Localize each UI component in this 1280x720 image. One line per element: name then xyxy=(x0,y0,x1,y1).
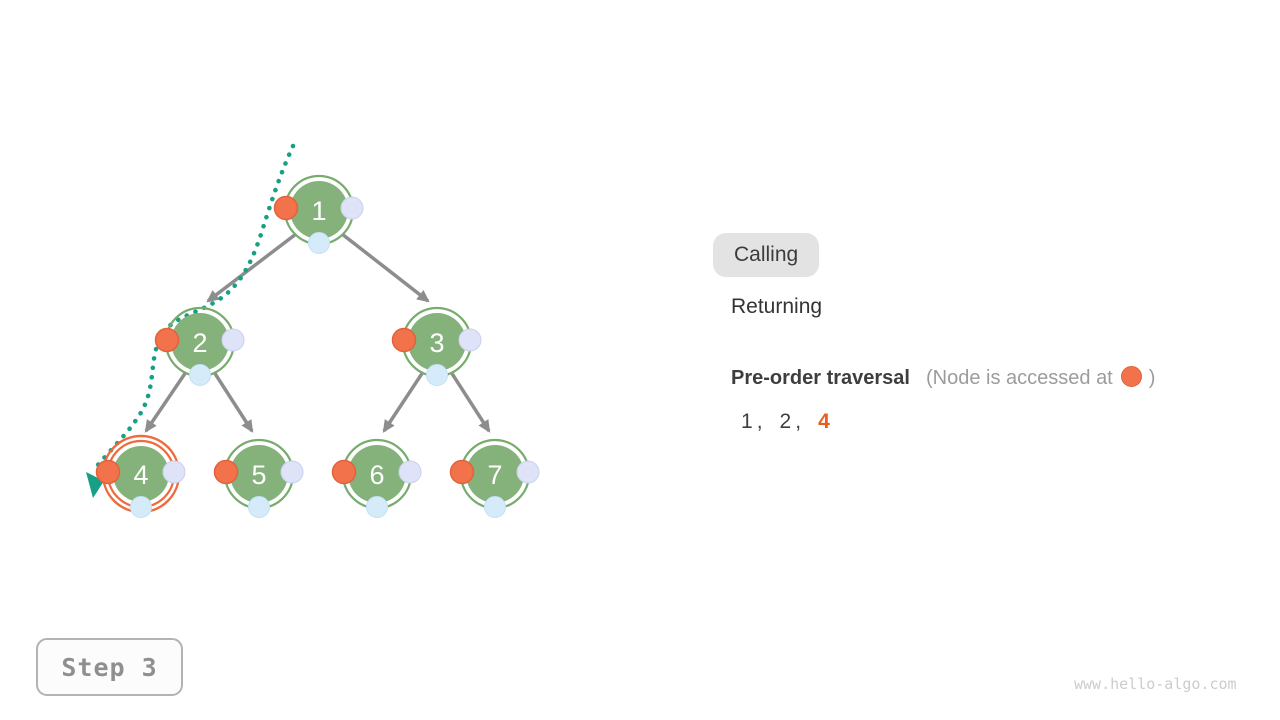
node-right-dot xyxy=(340,196,364,220)
node-access-dot xyxy=(449,459,475,485)
node-right-dot xyxy=(162,460,186,484)
node-right-dot xyxy=(280,460,304,484)
sequence-item: 2 xyxy=(779,410,792,433)
tree-node-3: 3 xyxy=(391,306,482,386)
node-right-dot xyxy=(398,460,422,484)
tree-node-4-current: 4 xyxy=(95,434,186,518)
node-body xyxy=(408,313,466,371)
node-body xyxy=(230,445,288,503)
edge-2-4 xyxy=(144,371,188,433)
node-body xyxy=(290,181,348,239)
node-bottom-dot xyxy=(366,496,388,518)
node-right-dot xyxy=(516,460,540,484)
traversal-path-dotted xyxy=(94,143,296,469)
traversal-note-open: (Node is accessed at xyxy=(925,367,1113,389)
node-body xyxy=(466,445,524,503)
node-body xyxy=(348,445,406,503)
node-label: 5 xyxy=(251,460,266,490)
edge-2-5 xyxy=(212,371,254,433)
tree-node-1: 1 xyxy=(273,174,364,254)
node-access-dot xyxy=(391,327,417,353)
watermark: www.hello-algo.com xyxy=(1074,675,1237,693)
traversal-cursor-arrow xyxy=(86,472,104,498)
node-access-dot xyxy=(154,327,180,353)
tree-edges xyxy=(144,232,491,433)
node-right-dot xyxy=(458,328,482,352)
node-bottom-dot xyxy=(484,496,506,518)
node-label: 6 xyxy=(369,460,384,490)
node-right-dot xyxy=(221,328,245,352)
node-access-dot xyxy=(331,459,357,485)
node-label: 4 xyxy=(133,460,148,490)
sequence-separator: , xyxy=(756,410,763,433)
sequence-separator: , xyxy=(795,410,802,433)
access-dot-icon xyxy=(1120,366,1142,387)
node-bottom-dot xyxy=(130,496,152,518)
node-label: 2 xyxy=(192,328,207,358)
node-bottom-dot xyxy=(189,364,211,386)
edge-1-2 xyxy=(206,232,298,303)
sequence-item: 1 xyxy=(741,410,753,433)
tree-node-6: 6 xyxy=(331,438,422,518)
traversal-title-row: Pre-order traversal (Node is accessed at) xyxy=(731,366,1155,390)
edge-1-3 xyxy=(340,232,430,303)
node-access-dot xyxy=(95,459,121,485)
node-body xyxy=(171,313,229,371)
edge-3-6 xyxy=(382,371,425,433)
edge-3-7 xyxy=(449,371,491,433)
legend-calling-badge: Calling xyxy=(713,233,820,277)
tree-node-2: 2 xyxy=(154,306,245,386)
sequence-item-current: 4 xyxy=(818,410,830,433)
node-body xyxy=(113,446,169,502)
tree-node-5: 5 xyxy=(213,438,304,518)
node-bottom-dot xyxy=(308,232,330,254)
traversal-sequence: 1,2,4 xyxy=(741,410,834,434)
node-label: 7 xyxy=(487,460,502,490)
node-bottom-dot xyxy=(426,364,448,386)
legend-returning-label: Returning xyxy=(731,295,823,318)
node-bottom-dot xyxy=(248,496,270,518)
traversal-title: Pre-order traversal xyxy=(731,367,910,389)
node-label: 1 xyxy=(311,196,326,226)
node-access-dot xyxy=(213,459,239,485)
binary-tree-figure: 1 2 3 4 xyxy=(86,143,540,518)
step-indicator: Step 3 xyxy=(36,638,183,696)
traversal-note-close: ) xyxy=(1148,367,1156,389)
node-access-dot xyxy=(273,195,299,221)
tree-node-7: 7 xyxy=(449,438,540,518)
node-label: 3 xyxy=(429,328,444,358)
